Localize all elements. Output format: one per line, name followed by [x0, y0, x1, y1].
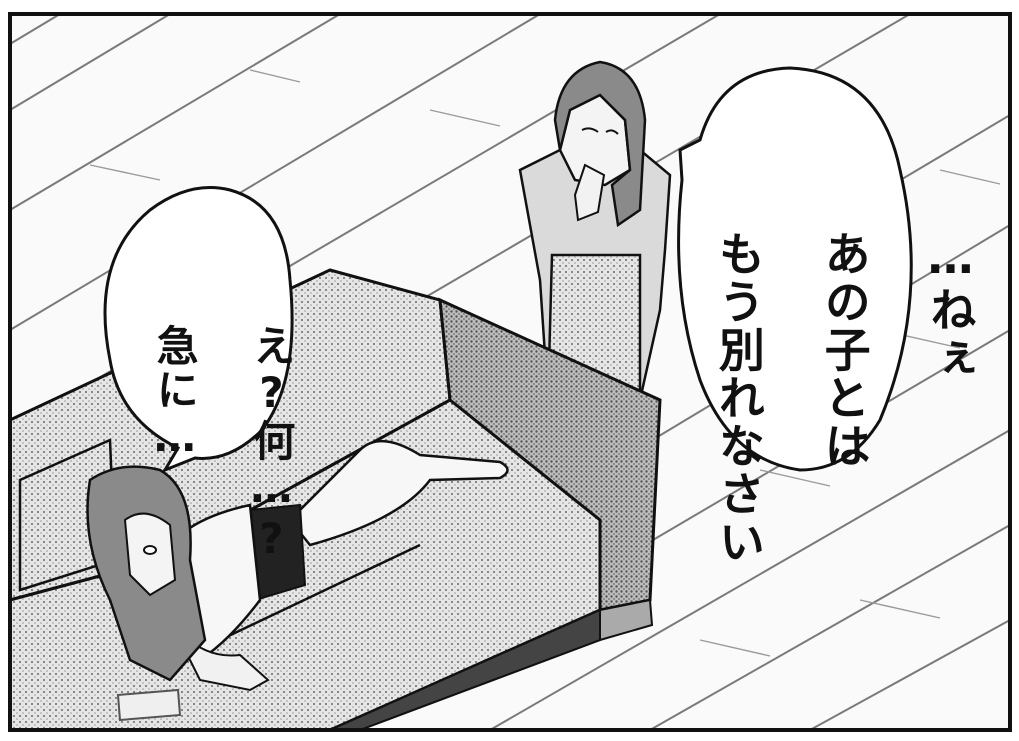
mother-line-2: あの子とは	[817, 230, 872, 470]
mother-line-3: もう別れなさい	[711, 230, 766, 566]
daughter-line-2: 急に…	[150, 324, 200, 463]
daughter-speech-bubble	[103, 186, 294, 474]
mother-dialogue: …ねぇ あの子とは もう別れなさい	[712, 118, 1019, 566]
panel-border	[8, 12, 1012, 732]
mother-figure	[518, 60, 672, 402]
daughter-dialogue: え?何…? 急に…	[150, 222, 343, 565]
daughter-line-1: え?何…?	[246, 324, 296, 565]
daughter-figure	[86, 439, 509, 722]
mother-speech-bubble	[677, 66, 913, 472]
mother-line-1: …ねぇ	[923, 230, 978, 382]
